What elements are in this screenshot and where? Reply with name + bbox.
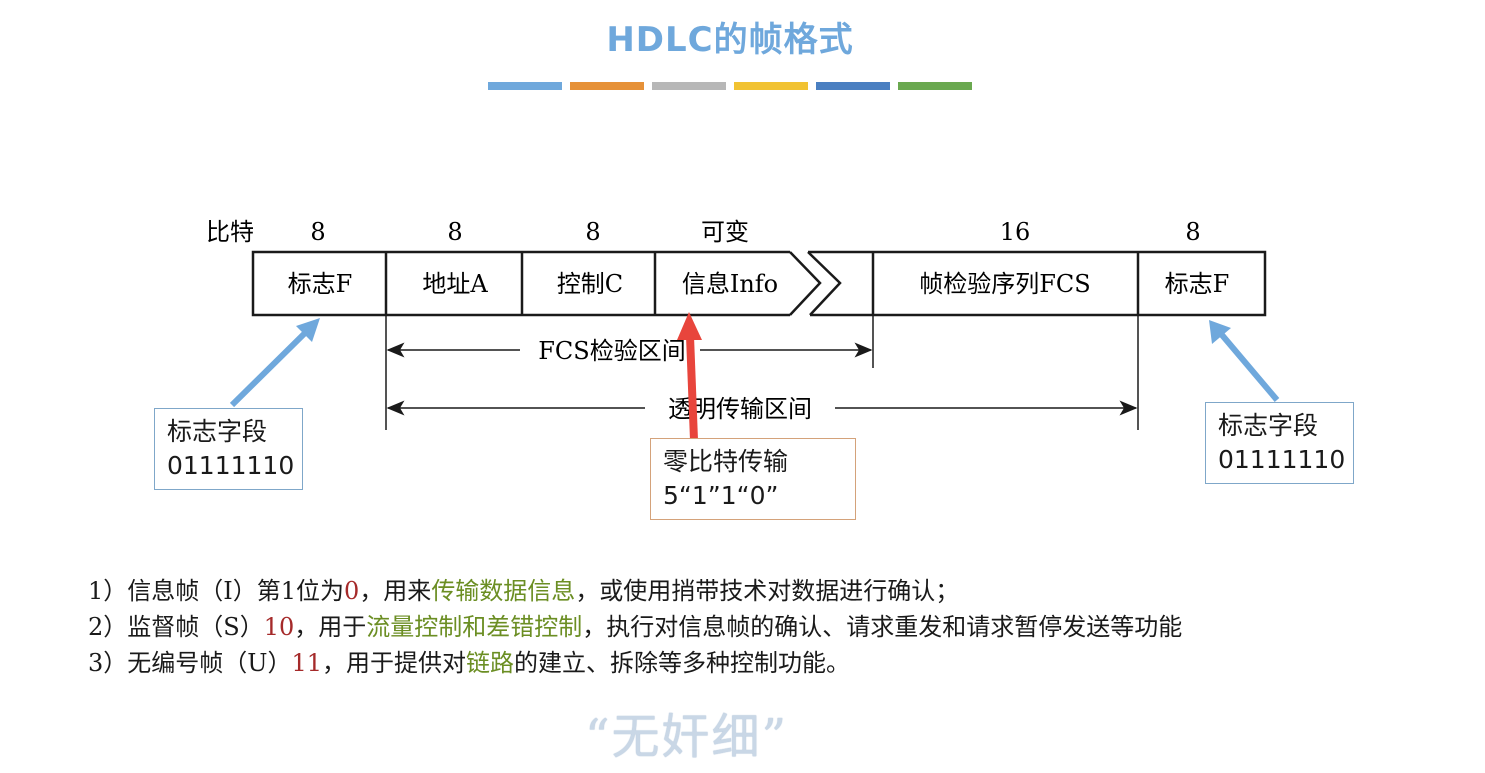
bit-label: 比特 (206, 218, 254, 246)
field-flag-right: 标志F (1165, 270, 1230, 298)
color-bar-5 (816, 82, 890, 90)
callout-flag-left-title: 标志字段 (167, 417, 268, 446)
arrow-flag-right (1209, 320, 1280, 402)
callout-flag-left-value: 01111110 (167, 451, 295, 480)
desc-unnumbered-frame: 3）无编号帧（U）11，用于提供对链路的建立、拆除等多种控制功能。 (88, 649, 851, 677)
bits-fcs: 16 (1000, 218, 1031, 246)
color-bar-4 (734, 82, 808, 90)
field-flag-left: 标志F (288, 270, 353, 298)
watermark-text: “无奸细” (585, 709, 789, 765)
field-address: 地址A (422, 270, 488, 298)
callout-zero-bit: 零比特传输 5“1”1“0” (650, 438, 856, 520)
bits-control: 8 (585, 218, 600, 246)
bits-address: 8 (447, 218, 462, 246)
bits-flag-left: 8 (310, 218, 325, 246)
callout-flag-right-value: 01111110 (1218, 445, 1346, 474)
arrow-flag-left (229, 318, 320, 408)
color-bar-1 (488, 82, 562, 90)
page-title: HDLC的帧格式 (606, 20, 854, 60)
bits-info: 可变 (701, 218, 749, 246)
desc-supervisory-frame: 2）监督帧（S）10，用于流量控制和差错控制，执行对信息帧的确认、请求重发和请求… (88, 613, 1183, 641)
frame-type-descriptions: 1）信息帧（I）第1位为0，用来传输数据信息，或使用捎带技术对数据进行确认； 2… (88, 573, 1182, 681)
field-fcs: 帧检验序列FCS (919, 270, 1090, 298)
desc-info-frame: 1）信息帧（I）第1位为0，用来传输数据信息，或使用捎带技术对数据进行确认； (88, 577, 960, 605)
arrow-zero-bit (677, 312, 702, 441)
range-ticks (385, 315, 1139, 430)
callout-zero-bit-value: 5“1”1“0” (663, 481, 779, 510)
callout-flag-left: 标志字段 01111110 (154, 408, 303, 490)
color-bar-3 (652, 82, 726, 90)
field-info: 信息Info (682, 270, 778, 298)
color-bar-6 (898, 82, 972, 90)
callout-flag-right: 标志字段 01111110 (1205, 402, 1354, 484)
bits-flag-right: 8 (1185, 218, 1200, 246)
frame-box (251, 250, 1267, 317)
callout-zero-bit-title: 零比特传输 (663, 447, 789, 476)
callout-flag-right-title: 标志字段 (1218, 411, 1319, 440)
color-bar-2 (570, 82, 644, 90)
decorative-color-bars (488, 82, 972, 90)
fcs-range-label: FCS检验区间 (538, 337, 685, 365)
field-control: 控制C (557, 270, 623, 298)
